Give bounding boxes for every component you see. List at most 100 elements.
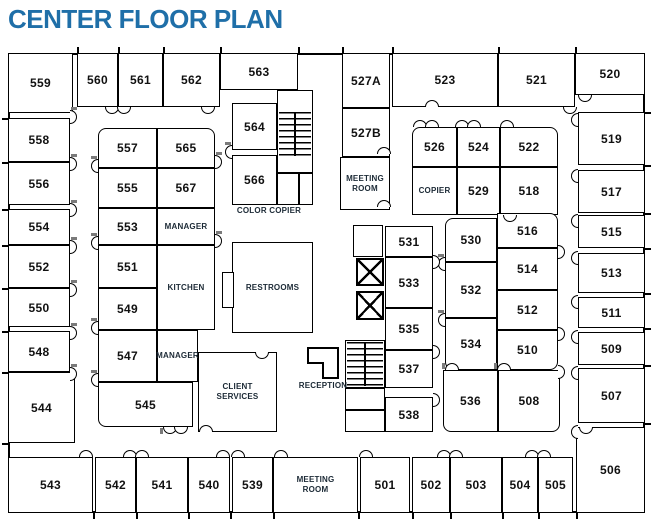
room-501: 501 xyxy=(360,457,410,513)
door-icon xyxy=(79,450,93,457)
room-553: 553 xyxy=(98,208,157,245)
room-538: 538 xyxy=(385,397,433,432)
wall-tick xyxy=(645,112,651,114)
wall-tick xyxy=(2,209,8,211)
door-icon xyxy=(359,450,373,457)
room-540: 540 xyxy=(188,457,230,513)
room-515: 515 xyxy=(578,215,645,248)
door-icon xyxy=(449,450,463,457)
room-label-538: 538 xyxy=(398,407,420,422)
room-label-501: 501 xyxy=(374,478,396,492)
room-560: 560 xyxy=(77,53,118,107)
room-544: 544 xyxy=(8,372,75,443)
room-label-555: 555 xyxy=(117,181,138,195)
room-label-548: 548 xyxy=(28,344,50,359)
stairs-south-icon xyxy=(347,342,383,386)
room-label-519: 519 xyxy=(601,131,622,146)
room-509: 509 xyxy=(578,332,645,365)
door-icon xyxy=(377,147,391,154)
room-label-559: 559 xyxy=(30,76,51,90)
room-label-562: 562 xyxy=(181,73,202,87)
door-leaf xyxy=(91,233,97,236)
room-label-541: 541 xyxy=(151,478,173,492)
room-label-556: 556 xyxy=(28,176,50,191)
room-label-restrooms: RESTROOMS xyxy=(245,282,300,292)
room-536: 536 xyxy=(443,370,498,432)
wall-tick xyxy=(2,245,8,247)
wall-tick xyxy=(412,513,414,519)
room-label-537: 537 xyxy=(398,362,420,376)
room-label-509: 509 xyxy=(601,341,622,356)
room-label-566: 566 xyxy=(244,173,265,187)
door-leaf xyxy=(225,142,231,145)
room-label-502: 502 xyxy=(420,478,442,492)
room-532: 532 xyxy=(445,262,497,318)
room-label-552: 552 xyxy=(28,259,50,274)
room-503: 503 xyxy=(450,457,502,513)
room-563: 563 xyxy=(220,53,298,90)
room-555: 555 xyxy=(98,168,157,208)
room-label-meeting-room-top: MEETING ROOM xyxy=(346,173,384,193)
wall-tick xyxy=(502,513,504,519)
wall-tick xyxy=(645,423,651,425)
wall-tick xyxy=(2,443,8,445)
room-523: 523 xyxy=(392,53,498,107)
room-551: 551 xyxy=(98,245,157,288)
room-511: 511 xyxy=(578,297,645,328)
wall-tick xyxy=(498,47,500,53)
room-label-563: 563 xyxy=(248,64,270,79)
door-icon xyxy=(445,363,459,370)
door-leaf xyxy=(71,237,77,240)
door-leaf xyxy=(71,200,77,203)
room-label-516: 516 xyxy=(517,223,538,238)
room-label-518: 518 xyxy=(518,184,540,198)
door-icon xyxy=(500,120,514,127)
door-icon xyxy=(497,363,511,370)
wall-tick xyxy=(342,47,344,53)
room-label-557: 557 xyxy=(117,141,138,155)
door-icon xyxy=(231,450,245,457)
door-icon xyxy=(571,214,578,228)
room-556: 556 xyxy=(8,162,70,205)
door-icon xyxy=(199,425,213,432)
door-leaf xyxy=(71,280,77,283)
door-leaf xyxy=(71,154,77,157)
room-label-meeting-room-bottom: MEETING ROOM xyxy=(296,475,335,494)
room-506: 506 xyxy=(576,427,645,513)
door-icon xyxy=(91,373,98,387)
room-537: 537 xyxy=(385,350,433,388)
room-label-534: 534 xyxy=(460,337,482,351)
room-566: 566 xyxy=(232,155,277,205)
door-icon xyxy=(571,251,578,265)
wall-tick xyxy=(2,331,8,333)
wall-tick xyxy=(230,513,232,519)
room-541: 541 xyxy=(136,457,188,513)
room-client-services: CLIENT SERVICES xyxy=(198,352,277,432)
reception-desk-icon xyxy=(306,346,340,385)
room-label-517: 517 xyxy=(601,184,622,199)
room-label-527B: 527B xyxy=(351,125,381,140)
room-label-reception: RECEPTION xyxy=(298,380,348,390)
room-label-554: 554 xyxy=(28,220,50,234)
wall-tick xyxy=(450,513,452,519)
room-label-manager-1: MANAGER xyxy=(164,221,208,231)
wall-tick xyxy=(298,47,300,53)
door-icon xyxy=(377,200,391,207)
room-561: 561 xyxy=(118,53,163,107)
wall-tick xyxy=(273,513,275,519)
room-label-508: 508 xyxy=(518,394,540,408)
room-meeting-room-bottom: MEETING ROOM xyxy=(273,457,358,513)
wall-tick xyxy=(538,513,540,519)
room-label-560: 560 xyxy=(87,73,108,87)
door-leaf xyxy=(71,107,77,110)
room-539: 539 xyxy=(232,457,273,513)
room-565: 565 xyxy=(157,128,215,168)
room-label-503: 503 xyxy=(465,478,487,492)
room-label-client-services: CLIENT SERVICES xyxy=(216,382,259,401)
room-restrooms: RESTROOMS xyxy=(232,242,313,333)
room-label-543: 543 xyxy=(40,478,61,492)
room-label-542: 542 xyxy=(105,478,126,492)
room-548: 548 xyxy=(8,331,70,372)
room-534: 534 xyxy=(445,318,497,370)
